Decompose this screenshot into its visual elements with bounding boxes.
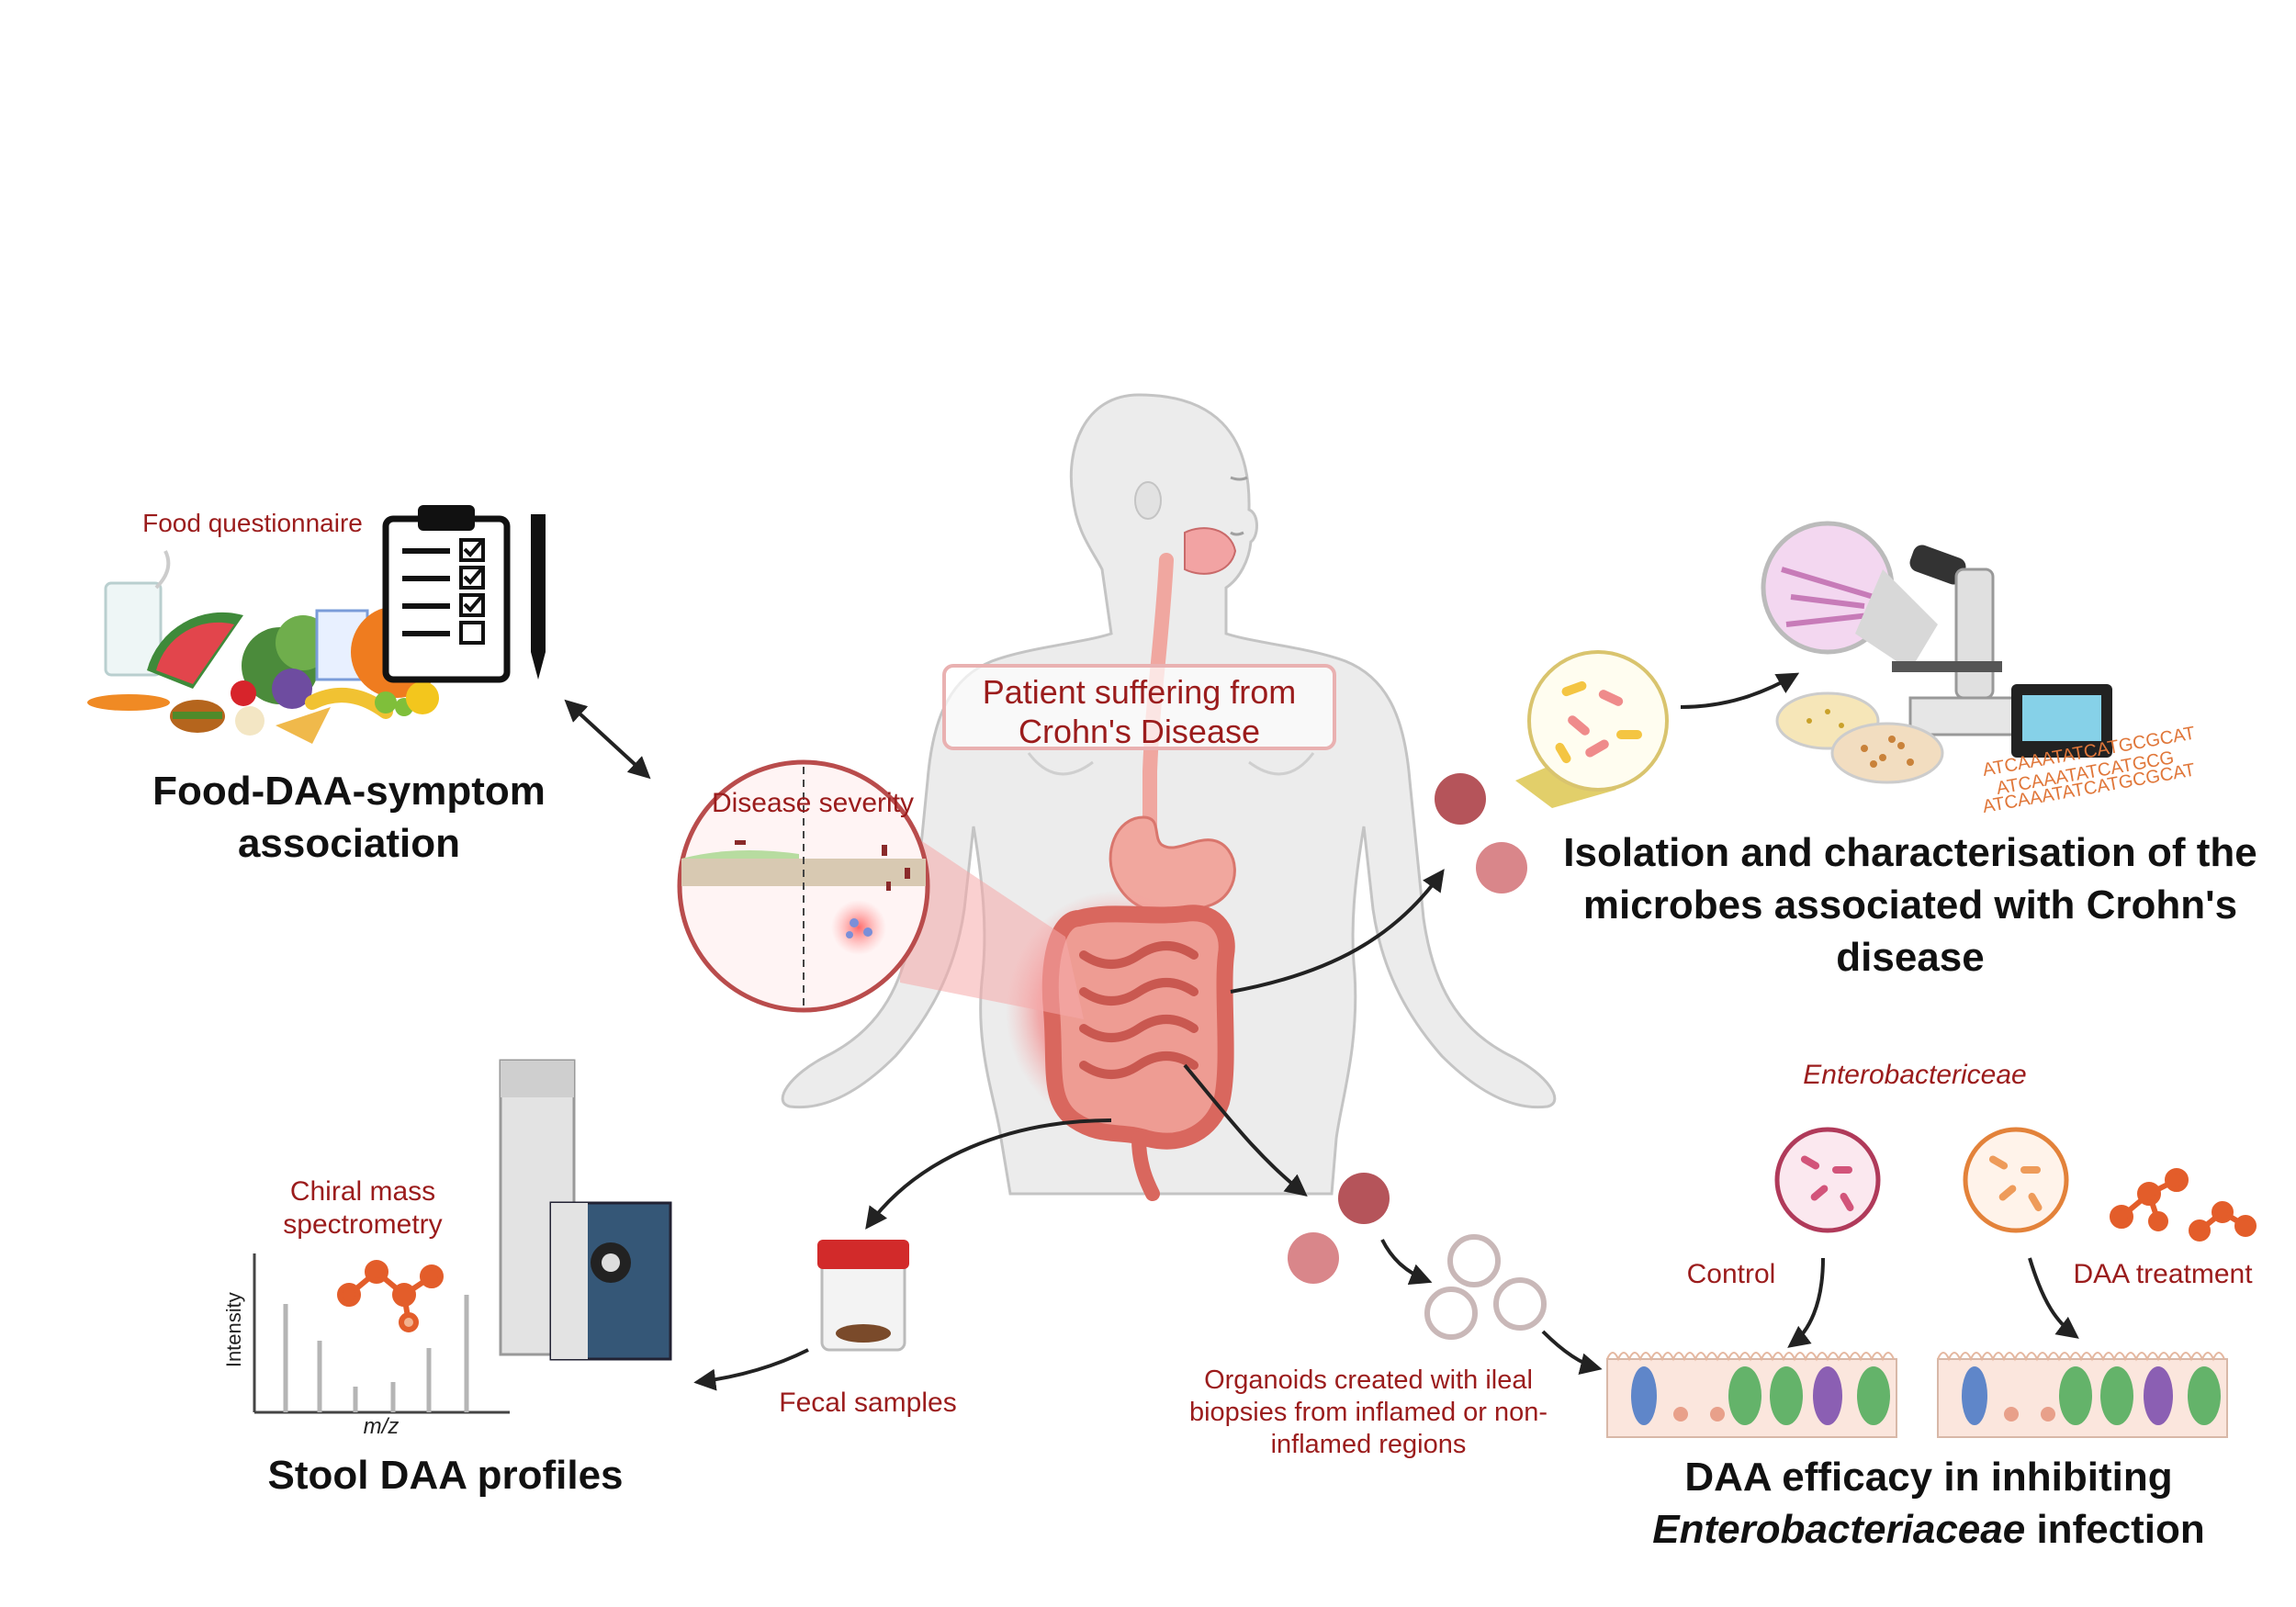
patient-body [781,393,1557,1196]
epithelium-treatment [1937,1352,2228,1438]
food-daa-symptom-heading: Food-DAA-symptom association [152,769,546,867]
pen-icon [531,514,546,680]
arrow-body-organoids [1183,1063,1308,1197]
daa-efficacy-suffix: infection [2036,1507,2205,1553]
daa-efficacy-italic: Enterobacteriaceae [1652,1507,2026,1553]
intensity-axis-label: Intensity [221,1292,245,1368]
epithelium-control [1606,1352,1897,1438]
enterobactericeae-label: Enterobactericeae [1803,1060,2027,1090]
control-bacteria-circle [1774,1127,1881,1233]
isolation-heading: Isolation and characterisation of the mi… [1563,830,2257,981]
organoid-blobs-bottom [1288,1173,1390,1284]
arrow-microbes-microscope [1680,672,1800,709]
specimen-jar-icon [817,1240,909,1352]
disease-severity-label: Disease severity [711,788,915,818]
bacteria-magnifier [1515,650,1669,808]
clipboard-checklist-icon [382,505,511,683]
arrow-body-fecal [865,1118,1112,1230]
molecule-icon [337,1260,444,1332]
mass-spectrometer-icon [499,1059,672,1361]
spectrum-plot [253,1253,510,1414]
organoids-label: Organoids created with ileal biopsies fr… [1188,1365,1548,1459]
microscope-icon [1761,521,2112,758]
arrow-food-body [564,699,651,780]
arrow-rings-epithelium [1541,1330,1603,1375]
daa-molecules [2110,1168,2257,1242]
daa-efficacy-heading: DAA efficacy in inhibiting Enterobacteri… [1598,1451,2259,1556]
arrow-treatment-epithelium [2028,1257,2079,1339]
arrow-gut-microbes [1230,869,1445,994]
stool-daa-heading: Stool DAA profiles [267,1453,624,1498]
arrow-control-epithelium [1787,1257,1825,1348]
organoid-rings [1424,1234,1547,1340]
organoid-blobs-top [1435,773,1527,893]
fecal-samples-label: Fecal samples [779,1388,957,1418]
daa-treatment-label: DAA treatment [2073,1259,2253,1289]
daa-efficacy-line1: DAA efficacy in inhibiting [1684,1455,2173,1500]
food-questionnaire-label: Food questionnaire [142,509,363,537]
intestines [1041,905,1235,1201]
disease-severity-magnifier [677,759,1084,1019]
arrows [564,672,2079,1391]
arrow-blobs-rings [1380,1239,1433,1286]
patient-label-box [942,664,1336,750]
treatment-bacteria-circle [1963,1127,2069,1233]
arrow-fecal-ms [693,1348,809,1391]
chiral-ms-label: Chiral mass spectrometry [283,1176,443,1240]
control-label: Control [1686,1259,1776,1289]
mz-axis-label: m/z [363,1414,400,1439]
petri-dishes [1775,691,1944,784]
patient-label: Patient suffering from Crohn's Disease [982,673,1297,751]
